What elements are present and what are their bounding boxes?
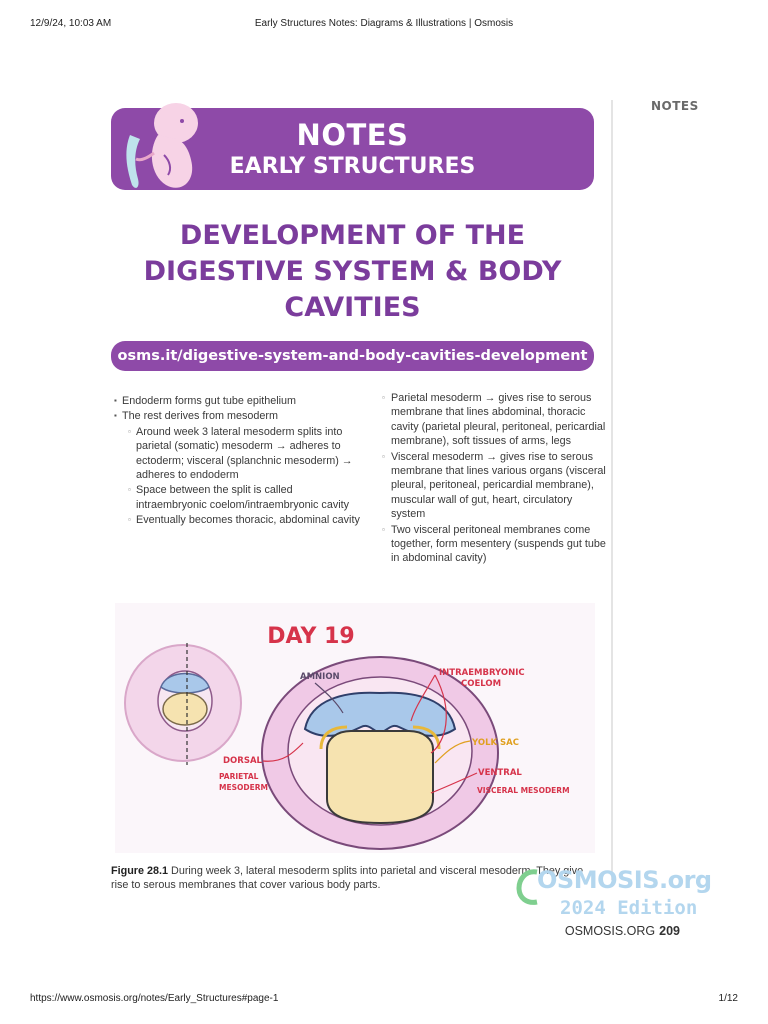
- list-item: Visceral mesoderm → gives rise to serous…: [382, 450, 607, 522]
- caption-label: Figure 28.1: [111, 865, 169, 877]
- page-site: OSMOSIS.ORG: [564, 924, 656, 938]
- osmosis-link[interactable]: osms.it/digestive-system-and-body-caviti…: [111, 341, 594, 371]
- label-parietal-line1: PARIETAL: [219, 772, 259, 781]
- embryo-diagram: DAY 19 AMNION INTRAEMBRYONIC COELOM YOLK…: [124, 624, 570, 850]
- page-number-value: 209: [659, 924, 680, 938]
- print-page-count: 1/12: [718, 993, 738, 1004]
- figure-day19-illustration: DAY 19 AMNION INTRAEMBRYONIC COELOM YOLK…: [115, 603, 595, 853]
- print-datetime: 12/9/24, 10:03 AM: [30, 18, 112, 29]
- notes-left-column: Endoderm forms gut tube epithelium The r…: [114, 394, 364, 529]
- figure-caption: Figure 28.1 During week 3, lateral mesod…: [111, 864, 591, 892]
- page-title: DEVELOPMENT OF THE DIGESTIVE SYSTEM & BO…: [143, 220, 562, 323]
- figure-heading: DAY 19: [267, 624, 354, 649]
- osmosis-logo-icon: [516, 869, 538, 905]
- watermark-logo-text: OSMOSIS.org: [537, 866, 712, 894]
- notes-right-column: Parietal mesoderm → gives rise to serous…: [382, 391, 607, 567]
- yolk-sac-shape: [326, 730, 434, 825]
- label-visceral-mesoderm: VISCERAL MESODERM: [477, 786, 570, 795]
- list-item: The rest derives from mesoderm: [114, 409, 364, 424]
- label-parietal-line2: MESODERM: [219, 783, 268, 792]
- label-amnion: AMNION: [300, 672, 340, 682]
- banner-title: NOTES: [296, 118, 409, 152]
- label-dorsal: DORSAL: [223, 756, 263, 766]
- label-yolk-sac: YOLK SAC: [471, 738, 519, 748]
- sidebar-notes-label: NOTES: [651, 99, 699, 113]
- watermark-edition: 2024 Edition: [560, 897, 698, 919]
- sub-list-item: Space between the split is called intrae…: [114, 483, 364, 512]
- print-url: https://www.osmosis.org/notes/Early_Stru…: [30, 993, 279, 1004]
- list-item: Parietal mesoderm → gives rise to serous…: [382, 391, 607, 449]
- caption-text: During week 3, lateral mesoderm splits i…: [111, 865, 584, 891]
- overview-amnion: [160, 672, 210, 694]
- label-ventral: VENTRAL: [478, 768, 522, 778]
- list-item: Two visceral peritoneal membranes come t…: [382, 523, 607, 566]
- list-item: Endoderm forms gut tube epithelium: [114, 394, 364, 409]
- label-coelom-line2: COELOM: [461, 679, 501, 689]
- print-page-title: Early Structures Notes: Diagrams & Illus…: [254, 18, 514, 29]
- print-header: 12/9/24, 10:03 AM Early Structures Notes…: [0, 18, 768, 32]
- banner-subtitle: EARLY STRUCTURES: [229, 154, 476, 179]
- label-coelom-line1: INTRAEMBRYONIC: [439, 668, 525, 678]
- sub-list-item: Around week 3 lateral mesoderm splits in…: [114, 425, 364, 483]
- sidebar-divider: [611, 100, 613, 880]
- overview-yolk-sac: [162, 692, 208, 726]
- fetus-icon: [126, 103, 198, 188]
- sub-list-item: Eventually becomes thoracic, abdominal c…: [114, 513, 364, 528]
- osmosis-watermark: OSMOSIS.org 2024 Edition: [515, 866, 715, 926]
